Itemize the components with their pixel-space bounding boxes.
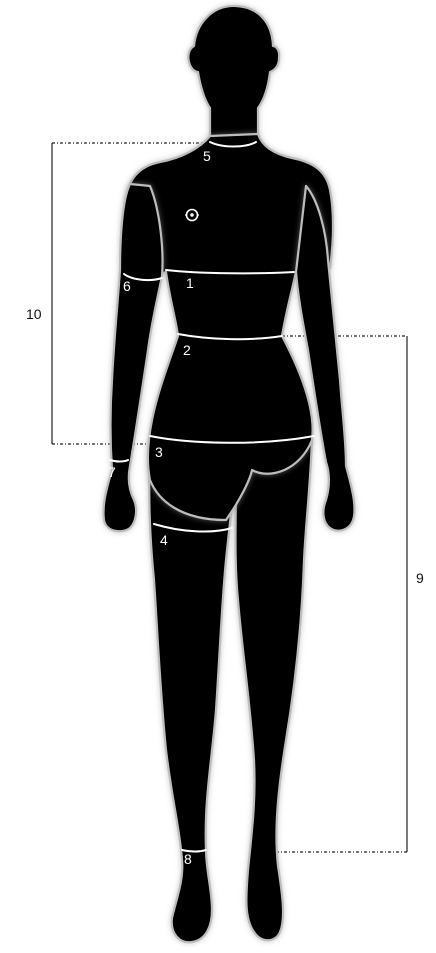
label-waist: 2	[183, 342, 191, 358]
label-thigh: 4	[160, 532, 168, 548]
label-torso-length: 10	[26, 306, 42, 322]
head-shape	[188, 6, 279, 143]
label-inseam-length: 9	[416, 570, 424, 586]
label-hips: 3	[155, 444, 163, 460]
label-neck: 5	[203, 148, 211, 164]
label-ankle: 8	[184, 851, 192, 867]
label-wrist: 7	[108, 464, 116, 480]
label-upper-arm: 6	[123, 278, 131, 294]
label-bust: 1	[186, 275, 194, 291]
right-leg-shape	[236, 440, 313, 940]
